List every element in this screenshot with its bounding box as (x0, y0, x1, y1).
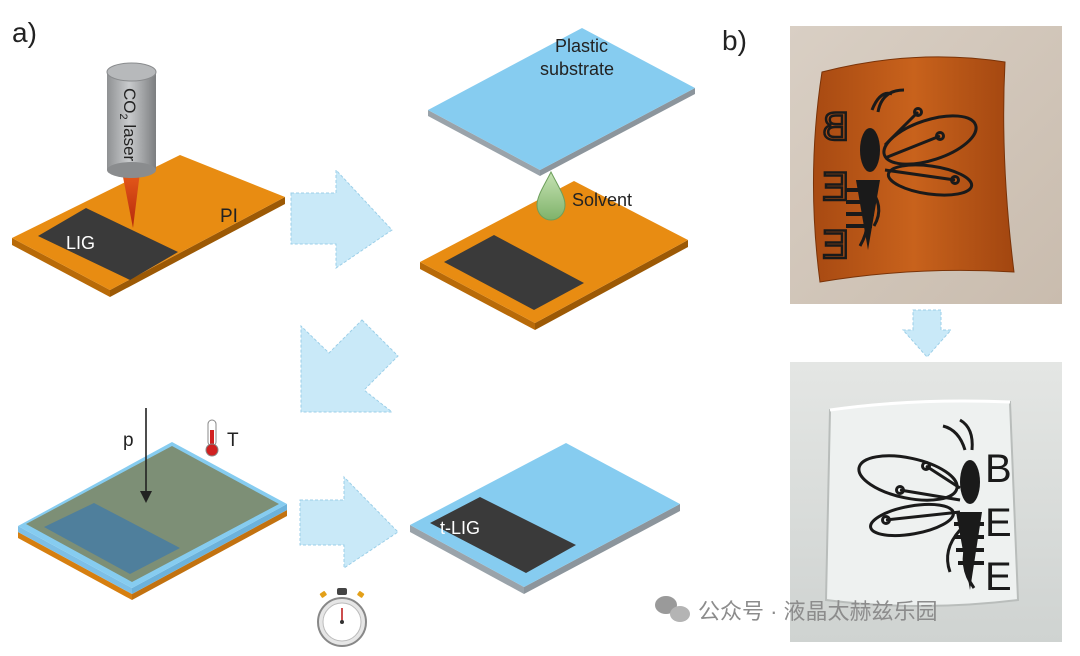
process-arrow-right-2 (299, 475, 399, 569)
pi-sheet-edge (12, 238, 110, 297)
lig-label: LIG (66, 233, 95, 253)
pi-sheet-edge-right (110, 197, 285, 297)
bee-drawing-1 (858, 88, 978, 247)
plastic-label-line1: Plastic (555, 36, 608, 56)
plastic-substrate-edge-right (540, 88, 695, 176)
laser-head (107, 72, 156, 170)
photo1-letter-3: E (822, 223, 849, 267)
bee-body-2 (954, 460, 984, 590)
photo2-letter-1: B (985, 447, 1012, 491)
pi-sheet-2 (420, 181, 688, 323)
solvent-drop (536, 170, 566, 221)
plastic-label-line2: substrate (540, 59, 614, 79)
pi-sheet-2-edge (420, 262, 535, 330)
process-arrow-down (901, 309, 953, 358)
pi-sheet-2-edge-right (535, 240, 688, 330)
bee-drawing-2 (857, 418, 976, 589)
tlig-pattern (430, 497, 576, 573)
panel-b-label: b) (722, 25, 747, 56)
laser-head-top (106, 62, 157, 82)
plastic-final-edge-right (524, 504, 680, 594)
photo2-letter-3: E (985, 555, 1012, 599)
photo2-letter-2: E (985, 501, 1012, 545)
plastic-final (410, 443, 680, 587)
lig-under-plastic (44, 503, 180, 574)
stopwatch-icon (317, 588, 367, 647)
watermark: 公众号 · 液晶太赫兹乐园 (655, 596, 938, 624)
laser-beam (122, 172, 140, 228)
step1-laser-writing: LIG PI CO2 laser (12, 62, 285, 297)
solvent-label: Solvent (572, 190, 632, 210)
plastic-layer-3-edge (18, 526, 132, 594)
thermometer-icon (205, 419, 219, 457)
plastic-substrate-edge (428, 110, 540, 176)
pressure-arrowhead (140, 491, 152, 503)
photo1-letter-2: E (822, 165, 849, 209)
plastic-substrate (428, 28, 695, 170)
wechat-icon (655, 596, 690, 622)
step2-plastic-solvent: Plastic substrate Solvent (420, 28, 695, 330)
photo-pi-film: B E E (790, 26, 1062, 304)
process-arrow-right-1 (290, 168, 393, 269)
process-arrow-diagonal (300, 319, 399, 413)
plastic-layer-3-edge-right (132, 504, 287, 594)
laser-label: CO2 laser (117, 88, 139, 162)
lig-pattern-2 (444, 235, 584, 310)
panel-a-label: a) (12, 17, 37, 48)
step3-pressing: p T (18, 408, 287, 600)
bee-body-1 (846, 128, 880, 250)
pi-layer-3-edge (18, 532, 132, 600)
photo-plastic-block: B E E (790, 362, 1062, 642)
pi-label: PI (220, 206, 238, 227)
tlig-label: t-LIG (440, 518, 480, 538)
laser-head-bottom (107, 162, 156, 178)
step4-transferred-lig: t-LIG (410, 443, 680, 594)
plastic-final-edge (410, 525, 524, 594)
pi-sheet (12, 155, 285, 290)
temperature-label: T (227, 430, 239, 451)
pressure-label: p (123, 430, 134, 451)
lig-pattern (38, 208, 178, 280)
pi-layer-3-edge-right (132, 510, 287, 600)
photo1-letter-1: B (822, 105, 849, 149)
watermark-text: 公众号 · 液晶太赫兹乐园 (698, 599, 938, 624)
